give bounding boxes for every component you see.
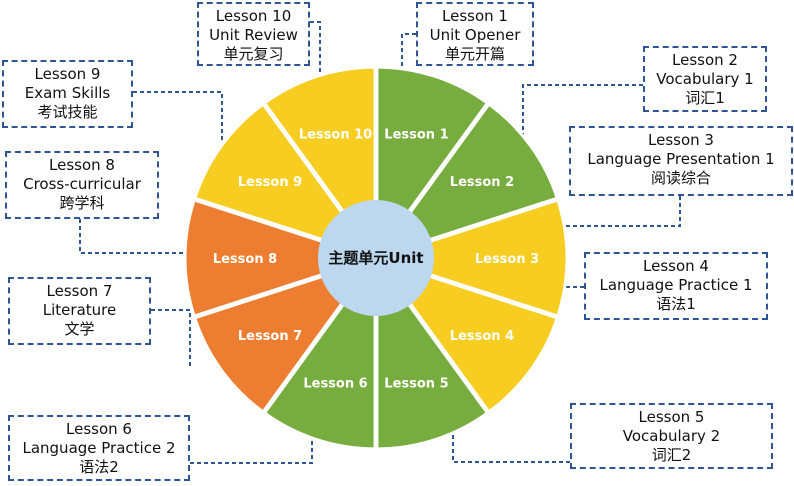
wheel-slice-label-lesson-6: Lesson 6: [303, 377, 367, 392]
callout-lesson-3-title: Language Presentation 1: [587, 150, 775, 168]
connector-lesson-9: [133, 91, 223, 141]
callout-lesson-4-title: Language Practice 1: [599, 276, 753, 294]
callout-lesson-7-number: Lesson 7: [46, 282, 113, 300]
wheel-slice-lesson-8: [183, 198, 378, 318]
callout-lesson-9: Lesson 9 Exam Skills 考试技能: [2, 60, 133, 128]
callout-lesson-4-number: Lesson 4: [643, 257, 709, 275]
callout-lesson-9-chinese: 考试技能: [37, 103, 98, 121]
wheel-slice-label-lesson-5: Lesson 5: [384, 377, 448, 392]
callout-lesson-7-chinese: 文学: [64, 320, 95, 338]
wheel-slice-label-lesson-10: Lesson 10: [299, 127, 372, 142]
callout-lesson-7: Lesson 7 Literature 文学: [8, 277, 151, 345]
callout-lesson-4-chinese: 语法1: [656, 295, 696, 313]
callout-lesson-10-title: Unit Review: [209, 26, 298, 44]
wheel-slice-lesson-9: [192, 102, 378, 260]
wheel-slice-lesson-7: [192, 256, 378, 414]
callout-lesson-8-number: Lesson 8: [49, 156, 115, 174]
callout-lesson-6: Lesson 6 Language Practice 2 语法2: [8, 415, 190, 481]
wheel-slice-lesson-3: [374, 198, 569, 318]
callout-lesson-10-number: Lesson 10: [215, 7, 292, 25]
callout-lesson-2-chinese: 词汇1: [685, 89, 725, 107]
callout-lesson-5: Lesson 5 Vocabulary 2 词汇2: [570, 403, 773, 469]
connector-lesson-8: [79, 219, 188, 254]
callout-lesson-1-title: Unit Opener: [429, 26, 521, 44]
wheel-slice-label-lesson-2: Lesson 2: [450, 175, 514, 190]
callout-lesson-6-title: Language Practice 2: [22, 439, 176, 457]
callout-lesson-5-title: Vocabulary 2: [622, 427, 721, 445]
callout-lesson-8-chinese: 跨学科: [59, 194, 105, 212]
callout-lesson-5-chinese: 词汇2: [651, 446, 692, 464]
connector-lesson-10: [310, 21, 321, 72]
wheel-slice-label-lesson-3: Lesson 3: [475, 252, 539, 267]
connector-lines: [79, 21, 681, 464]
callout-lesson-6-number: Lesson 6: [66, 420, 132, 438]
callout-lesson-5-number: Lesson 5: [638, 408, 705, 426]
callout-lesson-3-number: Lesson 3: [648, 131, 714, 149]
connector-lesson-2: [522, 84, 643, 136]
callout-lesson-4: Lesson 4 Language Practice 1 语法1: [584, 252, 768, 320]
callout-lesson-9-number: Lesson 9: [34, 65, 101, 83]
callout-lesson-8-title: Cross-curricular: [23, 175, 141, 193]
callout-lesson-1-chinese: 单元开篇: [444, 45, 505, 63]
callout-lesson-1: Lesson 1 Unit Opener 单元开篇: [416, 2, 534, 66]
connector-lesson-7: [151, 309, 191, 366]
connector-lesson-1: [401, 33, 416, 66]
connector-lesson-5: [452, 432, 570, 463]
connector-lesson-3: [563, 196, 681, 227]
wheel-slice-label-lesson-4: Lesson 4: [450, 329, 514, 344]
connector-lesson-6: [190, 438, 313, 464]
callout-lesson-1-number: Lesson 1: [442, 7, 508, 25]
callout-lesson-3: Lesson 3 Language Presentation 1 阅读综合: [569, 126, 793, 196]
callout-lesson-2-number: Lesson 2: [672, 51, 738, 69]
callout-lesson-9-title: Exam Skills: [24, 84, 111, 102]
callout-lesson-2-title: Vocabulary 1: [656, 70, 754, 88]
callout-lesson-10-chinese: 单元复习: [223, 45, 284, 63]
wheel-slice-lesson-4: [374, 256, 560, 414]
wheel-slice-lesson-2: [374, 102, 560, 260]
center-hub: [318, 200, 434, 316]
callout-lesson-10: Lesson 10 Unit Review 单元复习: [197, 2, 310, 66]
wheel-slice-label-lesson-1: Lesson 1: [384, 127, 448, 142]
callout-lesson-7-title: Literature: [42, 301, 117, 319]
center-label: 主题单元Unit: [328, 249, 423, 267]
callout-lesson-6-chinese: 语法2: [79, 458, 119, 476]
wheel-slice-label-lesson-9: Lesson 9: [238, 175, 302, 190]
wheel-slice-label-lesson-8: Lesson 8: [213, 252, 277, 267]
callout-lesson-8: Lesson 8 Cross-curricular 跨学科: [5, 151, 159, 219]
callout-lesson-3-chinese: 阅读综合: [650, 169, 711, 187]
wheel-slice-label-lesson-7: Lesson 7: [238, 329, 302, 344]
callout-lesson-2: Lesson 2 Vocabulary 1 词汇1: [643, 46, 767, 112]
